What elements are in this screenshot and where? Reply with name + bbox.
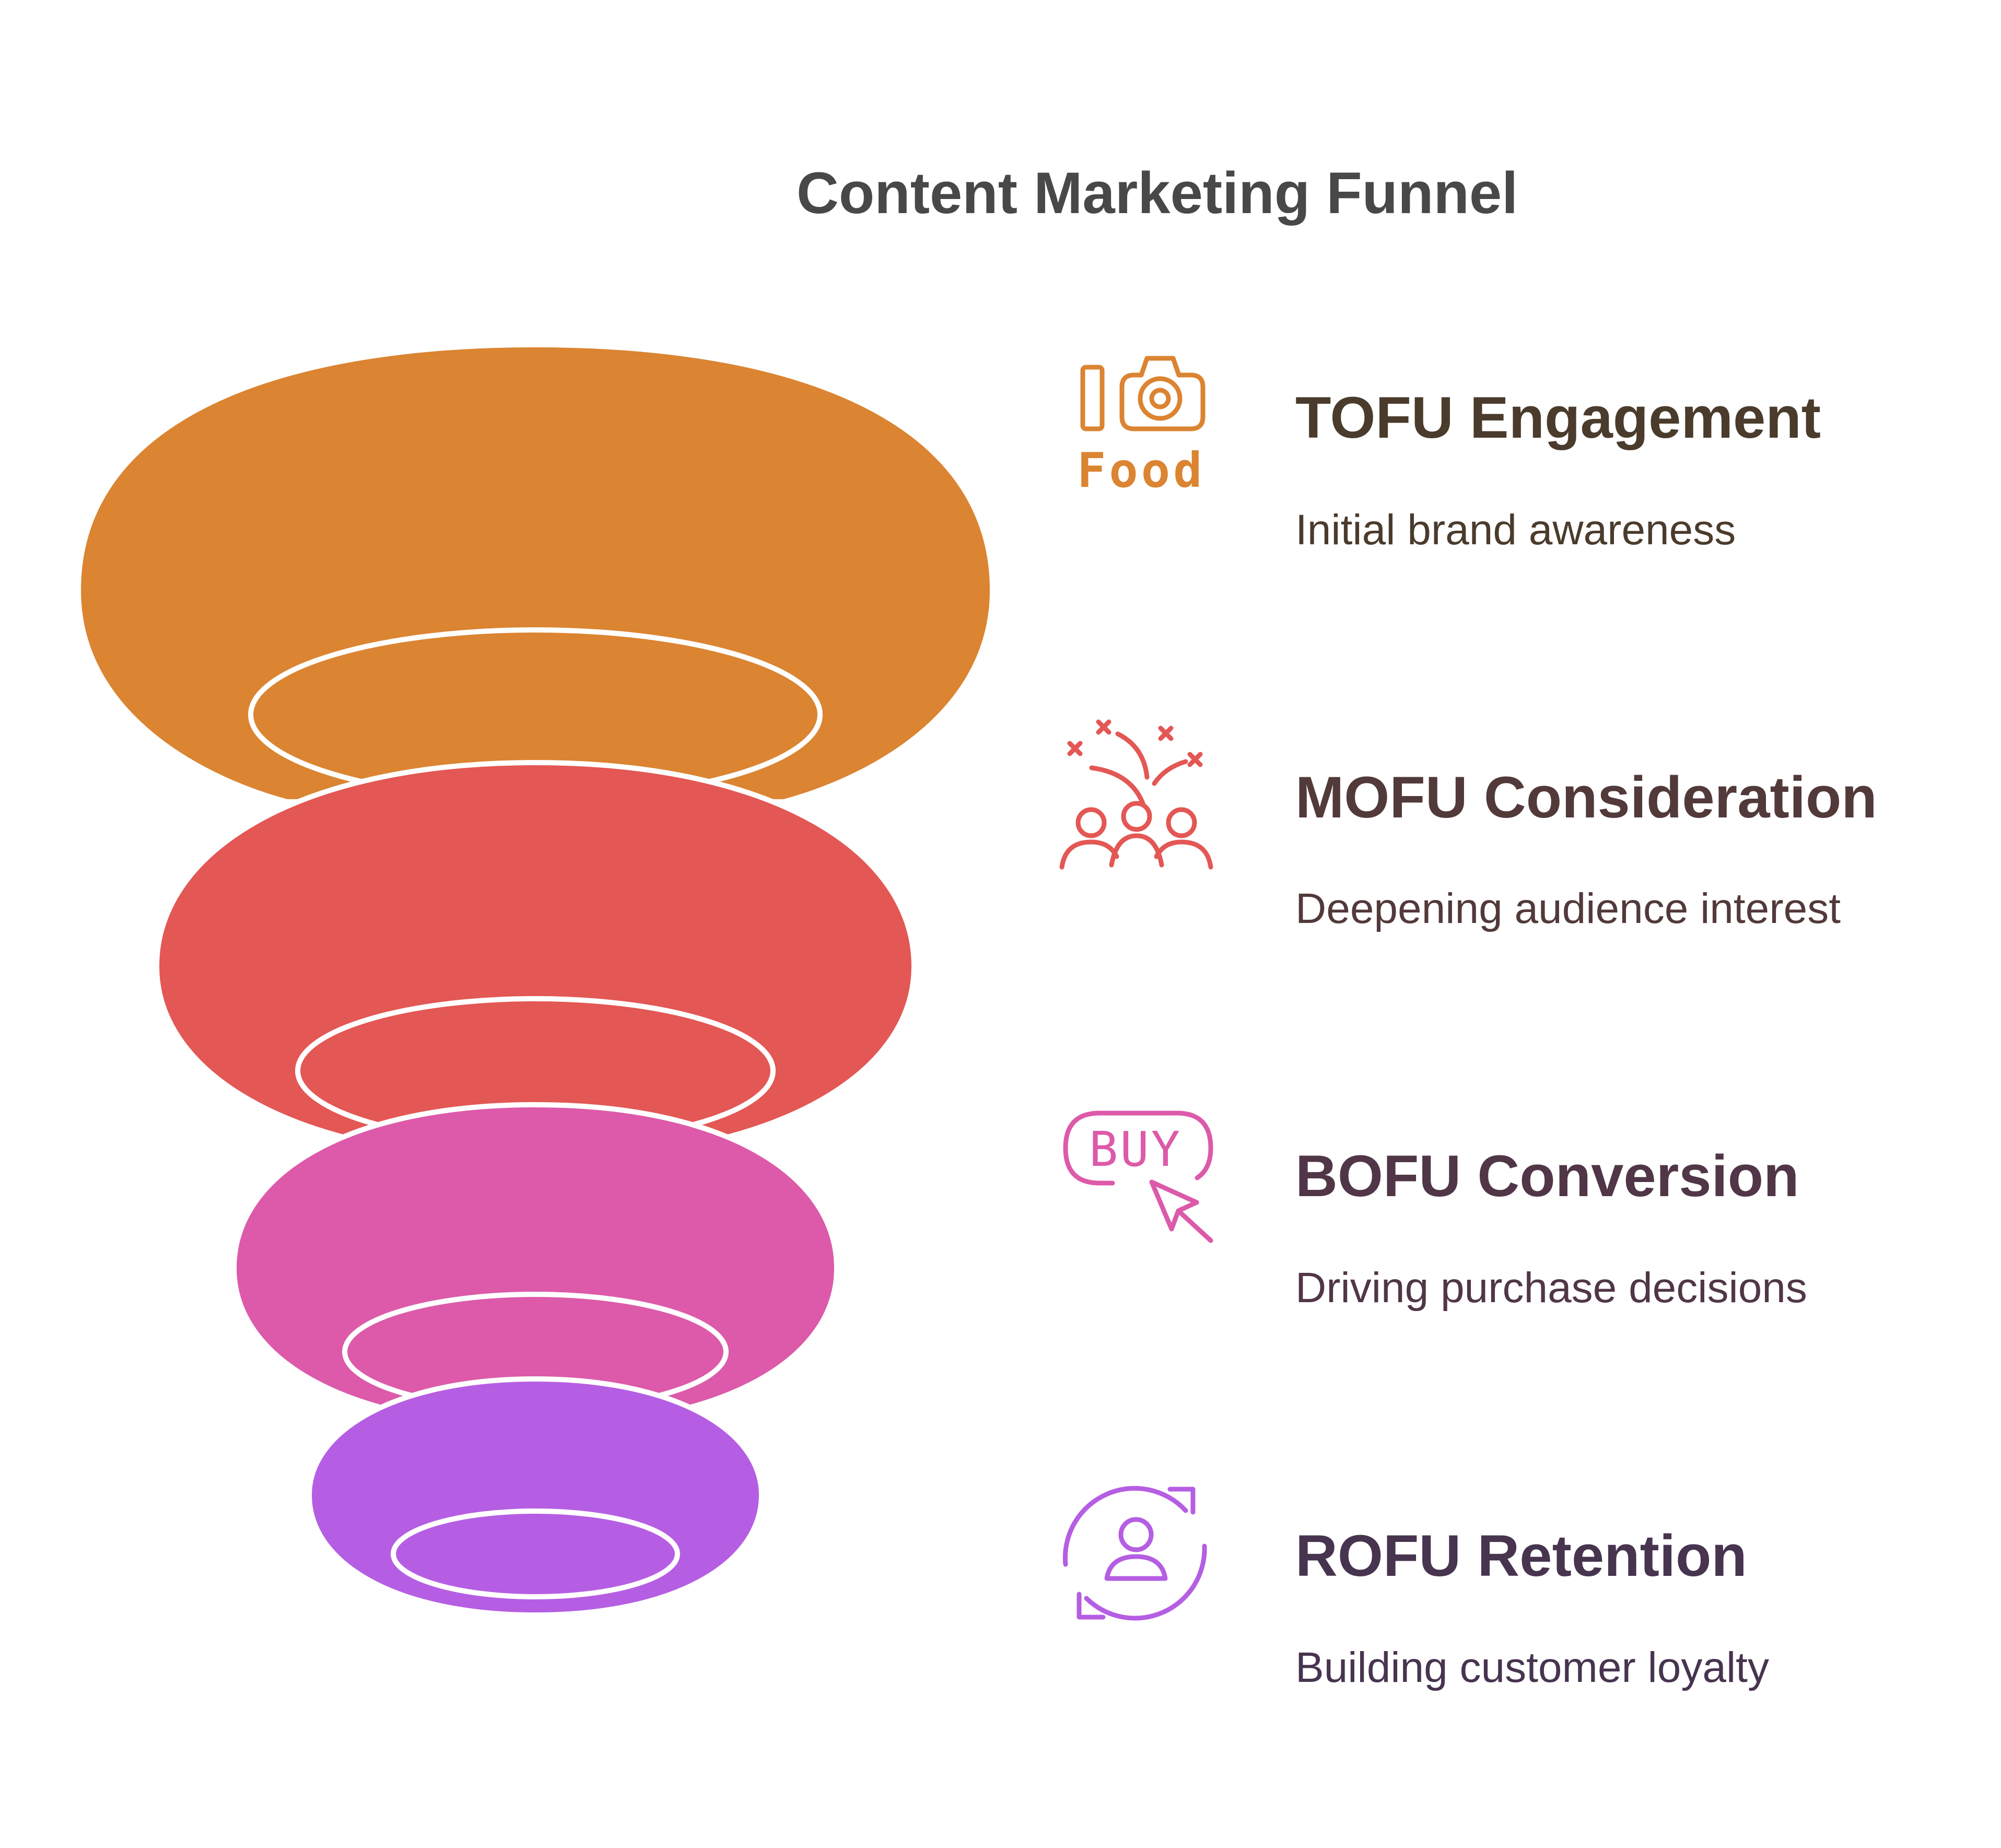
stage-rofu-title: ROFU Retention [1295,1523,1747,1588]
stage-bofu-description: Driving purchase decisions [1295,1264,1807,1312]
buy-label: BUY [1089,1121,1182,1177]
buy-click-icon: BUY [1063,1110,1213,1243]
stage-labels: TOFU Engagement Initial brand awareness … [1295,385,1877,1691]
stage-tofu: TOFU Engagement Initial brand awareness [1295,385,1821,554]
stage-rofu-description: Building customer loyalty [1295,1644,1769,1691]
page-title: Content Marketing Funnel [797,160,1518,226]
stage-rofu: ROFU Retention Building customer loyalty [1295,1523,1769,1691]
funnel-layer-tofu-body [81,347,990,799]
funnel-layer-mofu-body [154,759,917,1163]
food-camera-icon: Food [1077,356,1206,498]
stage-bofu-title: BOFU Conversion [1295,1143,1799,1209]
stage-tofu-title: TOFU Engagement [1295,385,1821,450]
customer-retention-icon [1062,1486,1207,1621]
funnel-layer-rofu-body [306,1376,765,1618]
stage-mofu-description: Deepening audience interest [1295,885,1841,932]
stage-tofu-description: Initial brand awareness [1295,506,1736,554]
stage-mofu-title: MOFU Consideration [1295,765,1877,830]
funnel-layer-rofu [306,1376,765,1618]
stage-bofu: BOFU Conversion Driving purchase decisio… [1295,1143,1807,1312]
funnel-layer-rofu-opening [391,1508,680,1599]
funnel-layer-tofu [81,347,990,802]
funnel [81,347,990,1618]
food-label: Food [1077,442,1206,498]
stage-mofu: MOFU Consideration Deepening audience in… [1295,765,1877,932]
funnel-layer-mofu [154,759,917,1163]
audience-celebration-icon [1059,719,1213,870]
